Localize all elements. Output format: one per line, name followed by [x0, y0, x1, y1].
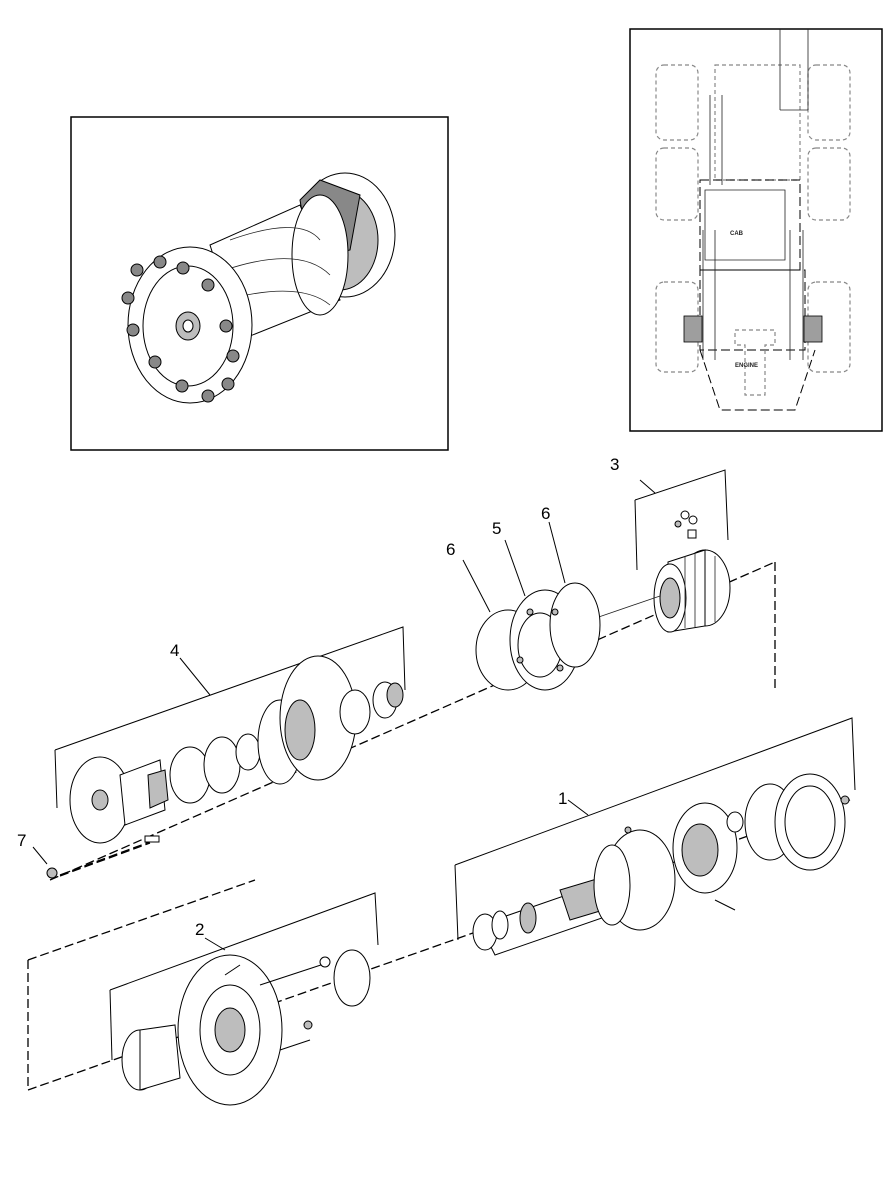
assembled-motor-inset: [70, 116, 449, 451]
callout-5: 5: [492, 519, 501, 538]
callout-6-right: 6: [541, 504, 550, 523]
part-group-4: [32, 626, 406, 879]
callout-2: 2: [195, 920, 204, 939]
callout-7: 7: [17, 831, 26, 850]
part-group-3: [589, 469, 731, 633]
engine-label: ENGINE: [735, 363, 758, 369]
machine-locator-inset: CAB ENGINE: [629, 28, 883, 432]
part-group-1: [454, 717, 856, 956]
callout-3: 3: [610, 455, 619, 474]
callout-1: 1: [558, 789, 567, 808]
part-5-and-6-rings: [462, 521, 601, 691]
cab-label: CAB: [730, 231, 744, 237]
part-group-2: [109, 892, 379, 1106]
callout-6-left: 6: [446, 540, 455, 559]
callout-4: 4: [170, 641, 179, 660]
callout-labels: 1 2 3 4 5 6 6 7: [17, 455, 619, 939]
